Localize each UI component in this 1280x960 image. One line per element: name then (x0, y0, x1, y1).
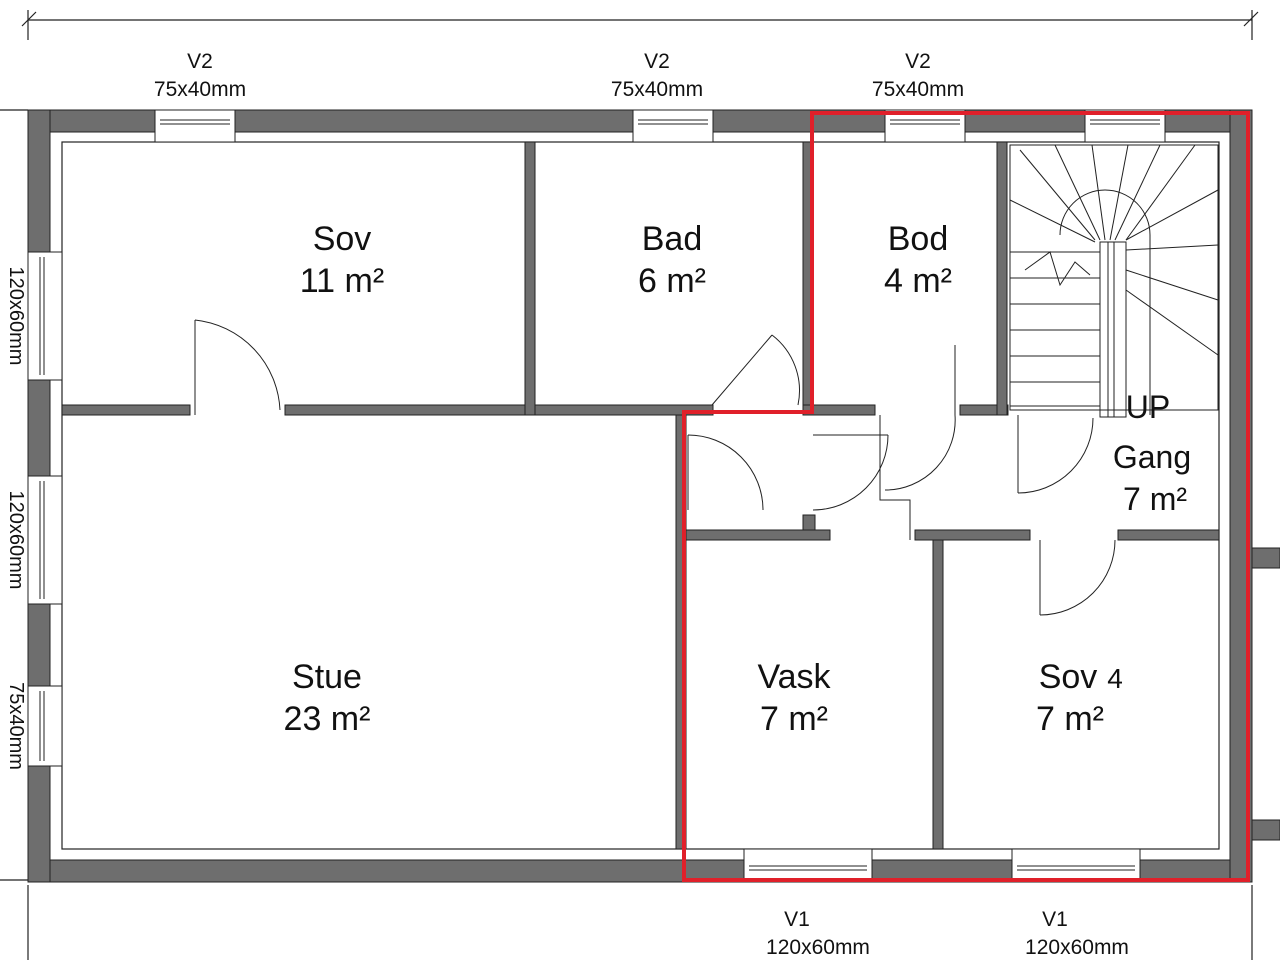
room-bod-name: Bod (888, 220, 949, 258)
highlight-outline (682, 111, 1250, 882)
window-labels: V2 75x40mm V2 75x40mm V2 75x40mm V1 120x… (5, 50, 1129, 959)
window-top-3-type: V2 (905, 50, 931, 73)
room-vask-name: Vask (757, 658, 831, 696)
window-bottom-1-type: V1 (784, 908, 810, 931)
room-sov4-number: 4 (1107, 663, 1123, 694)
window-top-1 (154, 109, 236, 143)
room-stue-area: 23 m² (284, 700, 371, 738)
window-openings (27, 109, 1166, 883)
window-left-3-size: 75x40mm (5, 682, 27, 770)
window-left-1-size: 120x60mm (5, 267, 27, 366)
inner-outline (61, 141, 1220, 850)
window-top-2-size: 75x40mm (611, 78, 703, 101)
room-sov-area: 11 m² (300, 262, 384, 300)
room-gang-area: 7 m² (1123, 481, 1187, 517)
window-bottom-2-type: V1 (1042, 908, 1068, 931)
room-sov4-name: Sov (1039, 658, 1098, 696)
room-stue-name: Stue (292, 658, 362, 696)
window-left-1 (27, 251, 63, 381)
door-swings (194, 319, 1116, 616)
window-bottom-1-size: 120x60mm (766, 936, 870, 959)
staircase (1009, 144, 1219, 418)
room-bad-area: 6 m² (638, 262, 706, 300)
room-sov-name: Sov (313, 220, 372, 258)
window-left-2-size: 120x60mm (5, 491, 27, 590)
window-top-3-size: 75x40mm (872, 78, 964, 101)
window-glazing (39, 119, 1160, 871)
room-gang-name: Gang (1113, 439, 1191, 475)
room-bad-name: Bad (642, 220, 703, 258)
room-labels: Sov 11 m² Bad 6 m² Bod 4 m² Stue 23 m² V… (284, 220, 1192, 738)
window-top-3 (884, 109, 966, 143)
window-top-4 (1084, 109, 1166, 143)
window-top-1-size: 75x40mm (154, 78, 246, 101)
window-left-3 (27, 685, 63, 767)
dimension-lines (0, 10, 1259, 960)
window-top-1-type: V2 (187, 50, 213, 73)
room-sov4-area: 7 m² (1036, 700, 1104, 738)
stair-up-label: UP (1126, 389, 1170, 425)
interior-walls (61, 141, 1220, 850)
room-vask-area: 7 m² (760, 700, 828, 738)
window-bottom-2-size: 120x60mm (1025, 936, 1129, 959)
window-top-2 (632, 109, 714, 143)
window-top-2-type: V2 (644, 50, 670, 73)
room-bod-area: 4 m² (884, 262, 952, 300)
window-left-2 (27, 475, 63, 605)
